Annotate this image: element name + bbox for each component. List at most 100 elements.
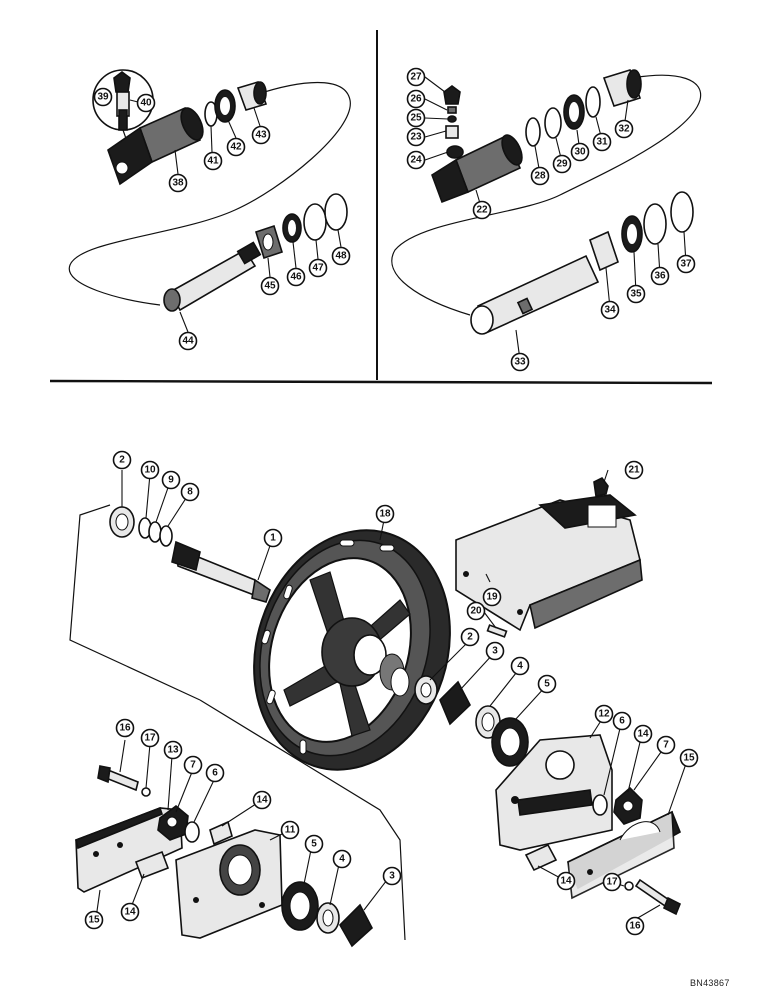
- callout-1: 1: [263, 528, 283, 548]
- bearing-housing-12: [495, 734, 613, 851]
- washer-8: [159, 525, 173, 547]
- callout-31: 31: [592, 132, 612, 152]
- callout-6a: 6: [205, 763, 225, 783]
- drawing-code: BN43867: [690, 978, 730, 988]
- callout-40-label: 40: [140, 98, 152, 109]
- callout-30: 30: [570, 142, 590, 162]
- callout-7b-label: 7: [663, 740, 669, 751]
- callout-17b-label: 17: [606, 877, 618, 888]
- shaft-44: [163, 241, 262, 312]
- callout-16b: 16: [625, 916, 645, 936]
- idler-wheel-18: [253, 529, 451, 771]
- clamp-plate-15a: [75, 806, 183, 893]
- callout-37-label: 37: [680, 259, 692, 270]
- spring-23: [445, 125, 459, 139]
- callout-23: 23: [406, 127, 426, 147]
- callout-5b-label: 5: [311, 839, 317, 850]
- callout-1-label: 1: [270, 533, 276, 544]
- callout-14c: 14: [556, 871, 576, 891]
- cone-3b: [339, 903, 373, 948]
- callout-21: 21: [624, 460, 644, 480]
- ring-29: [544, 107, 562, 139]
- callout-22: 22: [472, 200, 492, 220]
- callout-11: 11: [280, 820, 300, 840]
- washer-6b: [592, 794, 608, 816]
- bolt-16a: [105, 768, 139, 792]
- cylinder-38: [107, 106, 204, 186]
- callout-44: 44: [178, 331, 198, 351]
- callout-6b: 6: [612, 711, 632, 731]
- callout-20: 20: [466, 601, 486, 621]
- callout-8-label: 8: [187, 487, 193, 498]
- callout-14a: 14: [252, 790, 272, 810]
- callout-14c-label: 14: [560, 876, 572, 887]
- callout-38-label: 38: [172, 178, 184, 189]
- cylinder-22: [431, 134, 523, 204]
- callout-3a: 3: [485, 641, 505, 661]
- callout-6a-label: 6: [212, 768, 218, 779]
- callout-39-label: 39: [97, 92, 109, 103]
- callout-9-label: 9: [168, 475, 174, 486]
- callout-27-label: 27: [410, 72, 422, 83]
- callout-19: 19: [482, 587, 502, 607]
- shim-14c: [209, 820, 233, 846]
- callout-7a-label: 7: [190, 760, 196, 771]
- callout-34: 34: [600, 300, 620, 320]
- washer-17a: [141, 787, 151, 797]
- callout-14b: 14: [633, 724, 653, 744]
- callout-12-label: 12: [598, 709, 610, 720]
- callout-36: 36: [650, 266, 670, 286]
- washer-17b: [624, 881, 634, 891]
- callout-47: 47: [308, 258, 328, 278]
- callout-29: 29: [552, 154, 572, 174]
- callout-24-label: 24: [410, 155, 422, 166]
- callout-31-label: 31: [596, 137, 608, 148]
- ring-48: [324, 193, 348, 231]
- callout-39: 39: [93, 87, 113, 107]
- callout-7a: 7: [183, 755, 203, 775]
- callout-25: 25: [406, 108, 426, 128]
- callout-44-label: 44: [182, 336, 194, 347]
- callout-27: 27: [406, 67, 426, 87]
- callout-4a: 4: [510, 656, 530, 676]
- callout-29-label: 29: [556, 159, 568, 170]
- callout-23-label: 23: [410, 132, 422, 143]
- fitting-26: [447, 106, 457, 114]
- callout-5a-label: 5: [544, 679, 550, 690]
- top-right-assembly: [391, 69, 702, 335]
- callout-17a-label: 17: [144, 733, 156, 744]
- callout-32: 32: [614, 119, 634, 139]
- callout-10-label: 10: [144, 465, 156, 476]
- callout-21-label: 21: [628, 465, 640, 476]
- callout-45-label: 45: [264, 281, 276, 292]
- callout-12: 12: [594, 704, 614, 724]
- callout-28: 28: [530, 166, 550, 186]
- ring-36: [643, 203, 667, 245]
- callout-43-label: 43: [255, 130, 267, 141]
- callout-48-label: 48: [335, 251, 347, 262]
- ring-47: [303, 203, 327, 241]
- bolt-21: [593, 476, 609, 497]
- callout-8: 8: [180, 482, 200, 502]
- callout-15a-label: 15: [88, 915, 100, 926]
- yoke-bracket-19: [455, 494, 643, 632]
- callout-32-label: 32: [618, 124, 630, 135]
- callout-40: 40: [136, 93, 156, 113]
- callout-2a: 2: [112, 450, 132, 470]
- shaft-33: [470, 254, 600, 335]
- callout-37: 37: [676, 254, 696, 274]
- callout-35: 35: [626, 284, 646, 304]
- callout-14d: 14: [120, 902, 140, 922]
- callout-19-label: 19: [486, 592, 498, 603]
- callout-20-label: 20: [470, 606, 482, 617]
- callout-2a-label: 2: [119, 455, 125, 466]
- callout-26-label: 26: [410, 94, 422, 105]
- ball-25: [447, 115, 457, 123]
- callout-30-label: 30: [574, 147, 586, 158]
- pin-20: [486, 624, 508, 638]
- callout-5a: 5: [537, 674, 557, 694]
- callout-6b-label: 6: [619, 716, 625, 727]
- callout-24: 24: [406, 150, 426, 170]
- callout-4b-label: 4: [339, 854, 345, 865]
- callout-14b-label: 14: [637, 729, 649, 740]
